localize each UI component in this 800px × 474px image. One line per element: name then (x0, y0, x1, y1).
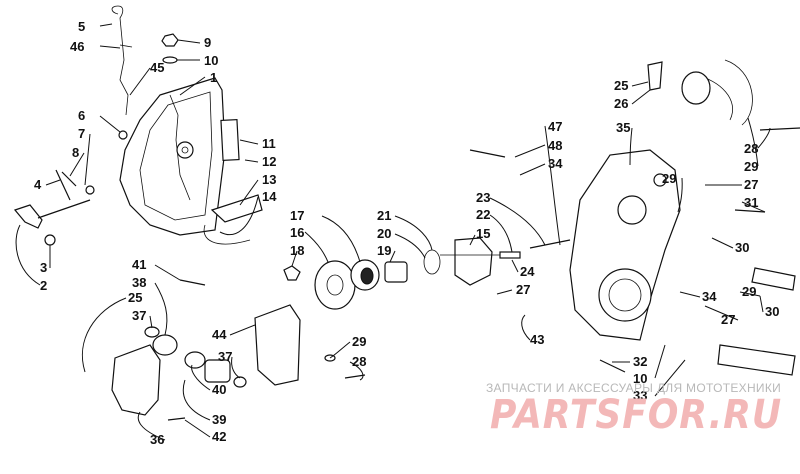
callout-47: 47 (548, 119, 562, 134)
callout-27: 27 (721, 312, 735, 327)
callout-42: 42 (212, 429, 226, 444)
callout-36: 36 (150, 432, 164, 447)
callout-37: 37 (132, 308, 146, 323)
callout-40: 40 (212, 382, 226, 397)
callout-13: 13 (262, 172, 276, 187)
callout-labels: 5 46 45 9 10 1 6 7 8 4 3 2 11 12 13 14 1… (34, 19, 779, 447)
callout-38: 38 (132, 275, 146, 290)
parts-drawing (13, 5, 800, 421)
reverse-disc (314, 260, 356, 310)
callout-10: 10 (204, 53, 218, 68)
pump-housing (454, 237, 493, 286)
callout-14: 14 (262, 189, 277, 204)
callout-45: 45 (150, 60, 164, 75)
callout-29: 29 (742, 284, 756, 299)
callout-28: 28 (744, 141, 758, 156)
watermark-tagline: ЗАПЧАСТИ И АКСЕССУАРЫ ДЛЯ МОТОТЕХНИКИ (486, 381, 781, 395)
callout-30: 30 (765, 304, 779, 319)
callout-25: 25 (614, 78, 628, 93)
callout-21: 21 (377, 208, 391, 223)
callout-30: 30 (735, 240, 749, 255)
callout-44: 44 (212, 327, 227, 342)
bracket-assembly (111, 344, 161, 416)
shift-lever (13, 204, 43, 229)
callout-37: 37 (218, 349, 232, 364)
dipstick (111, 5, 129, 116)
callout-18: 18 (290, 243, 304, 258)
watermark-logo: PARTSFOR.RU (490, 392, 782, 438)
callout-28: 28 (352, 354, 366, 369)
callout-43: 43 (530, 332, 544, 347)
callout-33: 33 (633, 388, 647, 403)
callout-29: 29 (744, 159, 758, 174)
callout-39: 39 (212, 412, 226, 427)
callout-7: 7 (78, 126, 85, 141)
callout-12: 12 (262, 154, 276, 169)
callout-41: 41 (132, 257, 146, 272)
watermark: ЗАПЧАСТИ И АКСЕССУАРЫ ДЛЯ МОТОТЕХНИКИ PA… (486, 381, 782, 438)
leader-lines (15, 23, 771, 441)
callout-1: 1 (210, 70, 217, 85)
callout-29: 29 (662, 171, 676, 186)
callout-19: 19 (377, 243, 391, 258)
chaincase-cover (119, 77, 226, 236)
callout-34: 34 (548, 156, 563, 171)
callout-31: 31 (744, 195, 758, 210)
callout-16: 16 (290, 225, 304, 240)
callout-15: 15 (476, 226, 490, 241)
callout-32: 32 (633, 354, 647, 369)
callout-20: 20 (377, 226, 391, 241)
callout-24: 24 (520, 264, 535, 279)
gearcase-housing (569, 149, 681, 341)
callout-17: 17 (290, 208, 304, 223)
callout-3: 3 (40, 260, 47, 275)
callout-10: 10 (633, 371, 647, 386)
callout-9: 9 (204, 35, 211, 50)
callout-11: 11 (262, 136, 276, 151)
callout-27: 27 (516, 282, 530, 297)
callout-6: 6 (78, 108, 85, 123)
callout-35: 35 (616, 120, 630, 135)
callout-5: 5 (78, 19, 85, 34)
mount-plate (254, 304, 301, 386)
callout-48: 48 (548, 138, 562, 153)
callout-23: 23 (476, 190, 490, 205)
callout-2: 2 (40, 278, 47, 293)
callout-4: 4 (34, 177, 42, 192)
callout-8: 8 (72, 145, 79, 160)
callout-25: 25 (128, 290, 142, 305)
callout-26: 26 (614, 96, 628, 111)
callout-34: 34 (702, 289, 717, 304)
callout-22: 22 (476, 207, 490, 222)
callout-46: 46 (70, 39, 84, 54)
callout-29: 29 (352, 334, 366, 349)
callout-27: 27 (744, 177, 758, 192)
